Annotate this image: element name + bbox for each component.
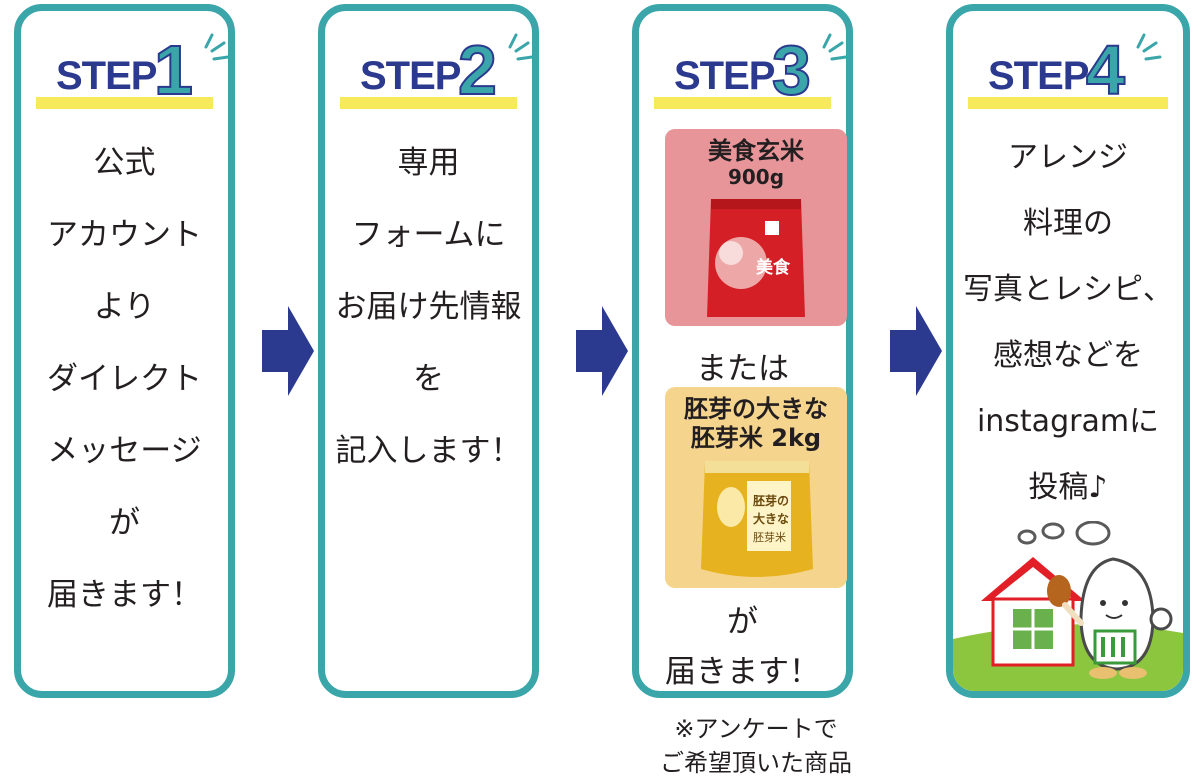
step-3-card: STEP 3 美食玄米 900g 美食 または 胚芽の大きな 胚芽米 2kg — [632, 4, 853, 698]
step-number: 2 — [457, 31, 498, 109]
text-line: アレンジ — [1008, 140, 1128, 175]
svg-text:大きな: 大きな — [753, 511, 789, 526]
rice-mascot-icon — [1047, 557, 1173, 679]
svg-text:胚芽の: 胚芽の — [753, 493, 789, 508]
spark-lines-icon — [508, 33, 534, 61]
text-line: 投稿♪ — [1028, 470, 1108, 505]
text-line: メッセージ — [47, 433, 202, 469]
steam-icon — [1017, 521, 1111, 546]
spark-lines-icon — [204, 33, 230, 61]
rice-bag-red-image: 美食 — [707, 199, 805, 317]
step-2-header: STEP 2 — [340, 29, 534, 111]
step-number: 3 — [771, 31, 812, 109]
step-label: STEP — [56, 54, 157, 98]
text-line: アカウント — [47, 217, 202, 253]
step-label: STEP — [988, 54, 1089, 98]
step-1-text: 公式 アカウント より ダイレクト メッセージ が 届きます！ — [21, 127, 228, 631]
step-3-text: が 届きます！ — [639, 597, 846, 697]
text-line: が — [109, 505, 140, 541]
text-line: instagramに — [976, 404, 1160, 439]
cooking-illustration — [953, 521, 1183, 691]
text-line: 届きます！ — [665, 654, 820, 690]
arrow-right-icon — [890, 306, 942, 396]
text-line: 公式 — [93, 145, 156, 181]
product-title-line2: 胚芽米 2kg — [690, 424, 822, 452]
text-line: 専用 — [397, 145, 460, 181]
step-number: 4 — [1085, 31, 1126, 109]
note-line: ※アンケートで — [674, 715, 838, 743]
arrow-right-icon — [262, 306, 314, 396]
step-2-card: STEP 2 専用 フォームに お届け先情報 を 記入します！ — [318, 4, 539, 698]
spark-lines-icon — [1136, 33, 1162, 61]
step-3-header: STEP 3 — [654, 29, 848, 111]
note-line: ご希望頂いた商品 — [660, 749, 852, 777]
product-note: ※アンケートで ご希望頂いた商品 — [632, 712, 880, 780]
step-1-card: STEP 1 公式 アカウント より ダイレクト メッセージ が 届きます！ — [14, 4, 235, 698]
text-line: 写真とレシピ、 — [963, 272, 1173, 307]
step-underline — [654, 97, 831, 109]
text-line: フォームに — [351, 217, 506, 253]
step-number: 1 — [153, 31, 194, 109]
text-line: ダイレクト — [47, 361, 202, 397]
step-underline — [36, 97, 213, 109]
step-label: STEP — [360, 54, 461, 98]
step-1-header: STEP 1 — [36, 29, 230, 111]
text-line: を — [413, 361, 444, 397]
step-2-text: 専用 フォームに お届け先情報 を 記入します！ — [325, 127, 532, 487]
step-underline — [968, 97, 1168, 109]
text-line: 届きます！ — [47, 577, 202, 613]
step-underline — [340, 97, 517, 109]
arrow-right-icon — [576, 306, 628, 396]
product-haigamai-card: 胚芽の大きな 胚芽米 2kg 胚芽の 大きな 胚芽米 — [665, 387, 847, 588]
step-label: STEP — [674, 54, 775, 98]
rice-bag-gold-image: 胚芽の 大きな 胚芽米 — [701, 461, 813, 577]
text-line: 記入します！ — [335, 433, 522, 469]
svg-text:胚芽米: 胚芽米 — [753, 530, 786, 544]
product-title-line1: 胚芽の大きな — [684, 395, 828, 423]
or-text: または — [696, 351, 789, 387]
package-text: 美食 — [756, 257, 791, 278]
step-4-text: アレンジ 料理の 写真とレシピ、 感想などを instagramに 投稿♪ — [953, 125, 1183, 521]
step-4-header: STEP 4 — [968, 29, 1168, 111]
text-line: より — [93, 289, 156, 325]
step-4-card: STEP 4 アレンジ 料理の 写真とレシピ、 感想などを instagramに… — [946, 4, 1190, 698]
product-genmai-card: 美食玄米 900g 美食 — [665, 129, 847, 326]
spark-lines-icon — [822, 33, 848, 61]
text-line: お届け先情報 — [335, 289, 522, 325]
text-line: 感想などを — [993, 338, 1143, 373]
product-title: 美食玄米 — [708, 137, 804, 165]
text-line: が — [727, 604, 758, 640]
text-line: 料理の — [1023, 206, 1113, 241]
product-weight: 900g — [727, 165, 785, 189]
